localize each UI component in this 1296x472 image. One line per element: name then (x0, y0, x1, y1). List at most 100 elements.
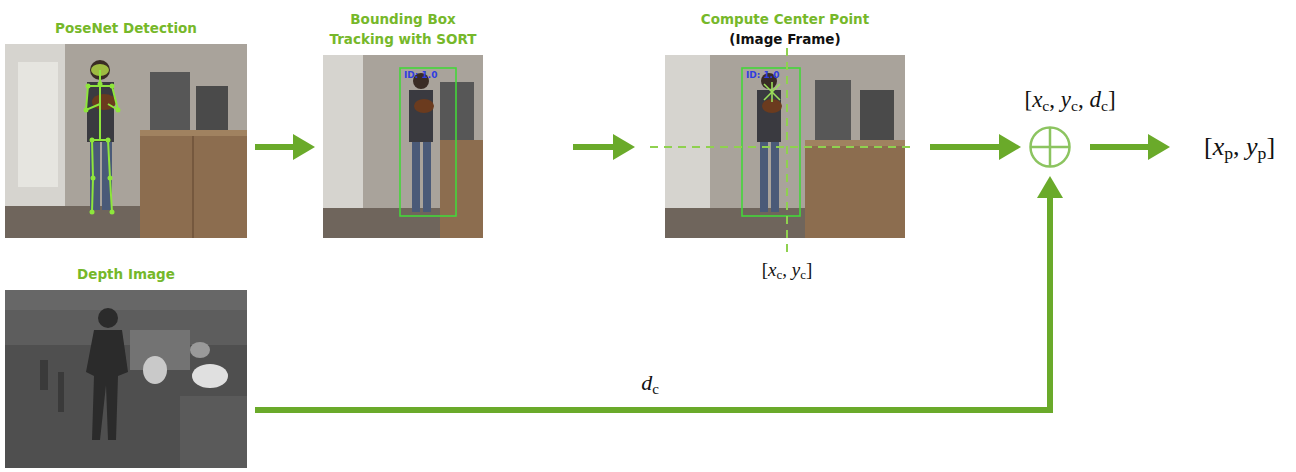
node-heading: [xc, yc, dc] (1024, 86, 1115, 114)
pose-photo (108, 140, 112, 212)
pose-photo (108, 176, 113, 181)
flow-arrow (573, 144, 619, 150)
math-subscript: c (1101, 97, 1108, 114)
pose-photo (110, 210, 115, 215)
center-crosshair (650, 48, 915, 252)
center-point-photo (665, 55, 905, 238)
node-heading: PoseNet Detection (5, 18, 247, 38)
math-symbol: d (641, 370, 652, 395)
center-crosshair (786, 48, 788, 252)
center-point-photo (771, 82, 773, 102)
tracking-photo (409, 90, 433, 142)
pose-photo (98, 82, 103, 87)
depth-photo (192, 364, 228, 388)
math-subscript: c (652, 381, 659, 397)
pose-photo (90, 138, 95, 143)
math-symbol: d (1089, 87, 1101, 112)
pose-photo (116, 108, 121, 113)
track-id: ID: 1.0 (404, 70, 438, 81)
center-crosshair (650, 146, 915, 148)
depth-photo (40, 360, 48, 390)
tracking-photo (440, 82, 474, 140)
center-point-photo (760, 140, 768, 212)
depth-photo (5, 290, 247, 310)
pose-photo (91, 176, 96, 181)
pose-photo (150, 72, 190, 132)
step-title: Compute Center Point (665, 9, 905, 29)
pose-photo (106, 138, 111, 143)
step-title: Depth Image (5, 264, 247, 284)
pose-photo (99, 84, 101, 140)
center-point-photo (764, 82, 780, 102)
depth-photo (190, 342, 210, 358)
depth-photo (5, 290, 247, 468)
tracking-photo (423, 140, 431, 212)
pose-photo (196, 86, 228, 132)
node-heading: Depth Image (5, 264, 247, 284)
flow-arrow (930, 144, 1005, 150)
pose-photo (108, 86, 118, 110)
math-subscript: c (800, 267, 806, 282)
pose-photo (5, 44, 247, 238)
pose-photo (5, 44, 247, 238)
math-symbol: x (1213, 132, 1225, 161)
node-heading: Bounding Box Tracking with SORT (323, 9, 483, 49)
output-vector: [xp, yp] (1200, 129, 1280, 165)
center-point-photo (805, 140, 905, 146)
pose-photo (86, 86, 100, 110)
depth-photo (58, 372, 64, 412)
depth-photo (98, 308, 118, 328)
pose-photo (87, 82, 114, 142)
math-subscript: p (1258, 143, 1267, 163)
node-heading: Compute Center Point(Image Frame) (665, 9, 905, 49)
center-point-photo (771, 140, 779, 212)
depth-photo (143, 356, 167, 384)
pose-photo (86, 70, 118, 212)
math-symbol: x (1032, 87, 1042, 112)
flow-arrow (1090, 144, 1154, 150)
sum-circle (1031, 128, 1070, 167)
math-subscript: c (777, 267, 783, 282)
depth-photo (5, 290, 247, 345)
photo-panel: PoseNet Detection (5, 44, 247, 238)
photo-panel: Bounding Box Tracking with SORT (323, 55, 483, 238)
math-subscript: c (1042, 97, 1049, 114)
pose-photo (140, 130, 247, 238)
step-title: [xc, yc, dc] (1024, 86, 1115, 114)
math-symbol: x (768, 259, 776, 280)
math-symbol: y (792, 259, 800, 280)
pose-photo (18, 62, 58, 187)
sum-junction: [xc, yc, dc] (1029, 126, 1071, 168)
sum-symbol (1029, 126, 1071, 168)
center-point-photo (665, 55, 905, 238)
math-subscript: c (1071, 97, 1078, 114)
pose-photo (90, 210, 95, 215)
track-id: ID: 1.0 (746, 70, 780, 81)
pose-photo (84, 108, 89, 113)
depth-photo (180, 396, 247, 468)
center-point-photo (815, 80, 851, 140)
depth-photo (5, 290, 247, 468)
depth-photo (86, 330, 128, 440)
math-symbol: y (1246, 132, 1258, 161)
pose-photo (192, 136, 194, 238)
step-title: Bounding Box Tracking with SORT (323, 9, 483, 49)
output-text: [xp, yp] (1204, 131, 1276, 163)
step-subtitle: (Image Frame) (665, 29, 905, 49)
step-title: PoseNet Detection (5, 18, 247, 38)
sum-plus (1031, 128, 1070, 167)
edge-label: dc (641, 370, 659, 396)
center-point-photo (742, 68, 800, 216)
center-point-photo (860, 90, 894, 140)
tracking-photo (400, 68, 456, 216)
pose-photo (110, 84, 115, 89)
tracking-photo (440, 140, 483, 238)
coordinate-label: [xc, yc] (762, 258, 813, 282)
math-subscript: p (1224, 143, 1233, 163)
tracking-photo (412, 140, 420, 212)
